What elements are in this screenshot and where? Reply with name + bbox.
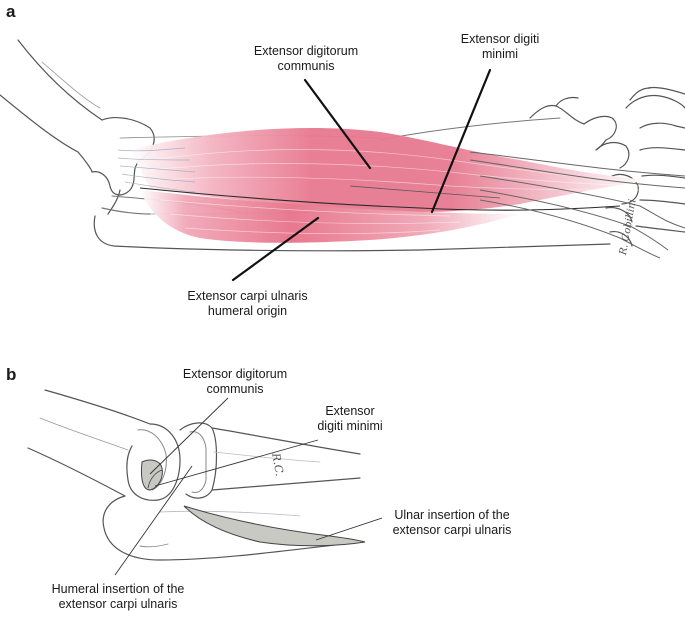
label-a-extensor-carpi-ulnaris: Extensor carpi ulnaris humeral origin: [160, 289, 335, 319]
label-line: Extensor digitorum: [253, 44, 359, 58]
panel-b-leaders: [114, 397, 383, 576]
label-line: extensor carpi ulnaris: [58, 597, 178, 611]
label-line: Extensor carpi ulnaris: [187, 289, 308, 303]
label-b-ulnar-insertion: Ulnar insertion of the extensor carpi ul…: [372, 508, 532, 538]
panel-a-muscles: [117, 128, 685, 259]
label-b-extensor-digiti-minimi: Extensor digiti minimi: [300, 404, 400, 434]
panel-b-letter: b: [6, 365, 17, 384]
label-line: extensor carpi ulnaris: [392, 523, 512, 537]
panel-a-letter: a: [6, 2, 16, 21]
label-a-extensor-digiti-minimi: Extensor digiti minimi: [440, 32, 560, 62]
panel-b-bones: [27, 389, 361, 561]
label-line: digiti minimi: [317, 419, 383, 433]
label-a-extensor-digitorum-communis: Extensor digitorum communis: [226, 44, 386, 74]
label-line: Extensor: [325, 404, 375, 418]
label-line: humeral origin: [207, 304, 288, 318]
label-line: communis: [206, 382, 264, 396]
label-b-extensor-digitorum-communis: Extensor digitorum communis: [165, 367, 305, 397]
label-line: Extensor digitorum: [182, 367, 288, 381]
label-line: minimi: [481, 47, 519, 61]
label-line: communis: [277, 59, 335, 73]
label-line: Extensor digiti: [460, 32, 540, 46]
label-b-humeral-insertion: Humeral insertion of the extensor carpi …: [38, 582, 198, 612]
panel-b-ulnar-insertion: [183, 505, 366, 547]
panel-a-leaders: [231, 68, 492, 282]
label-line: Humeral insertion of the: [51, 582, 185, 596]
label-line: Ulnar insertion of the: [394, 508, 510, 522]
